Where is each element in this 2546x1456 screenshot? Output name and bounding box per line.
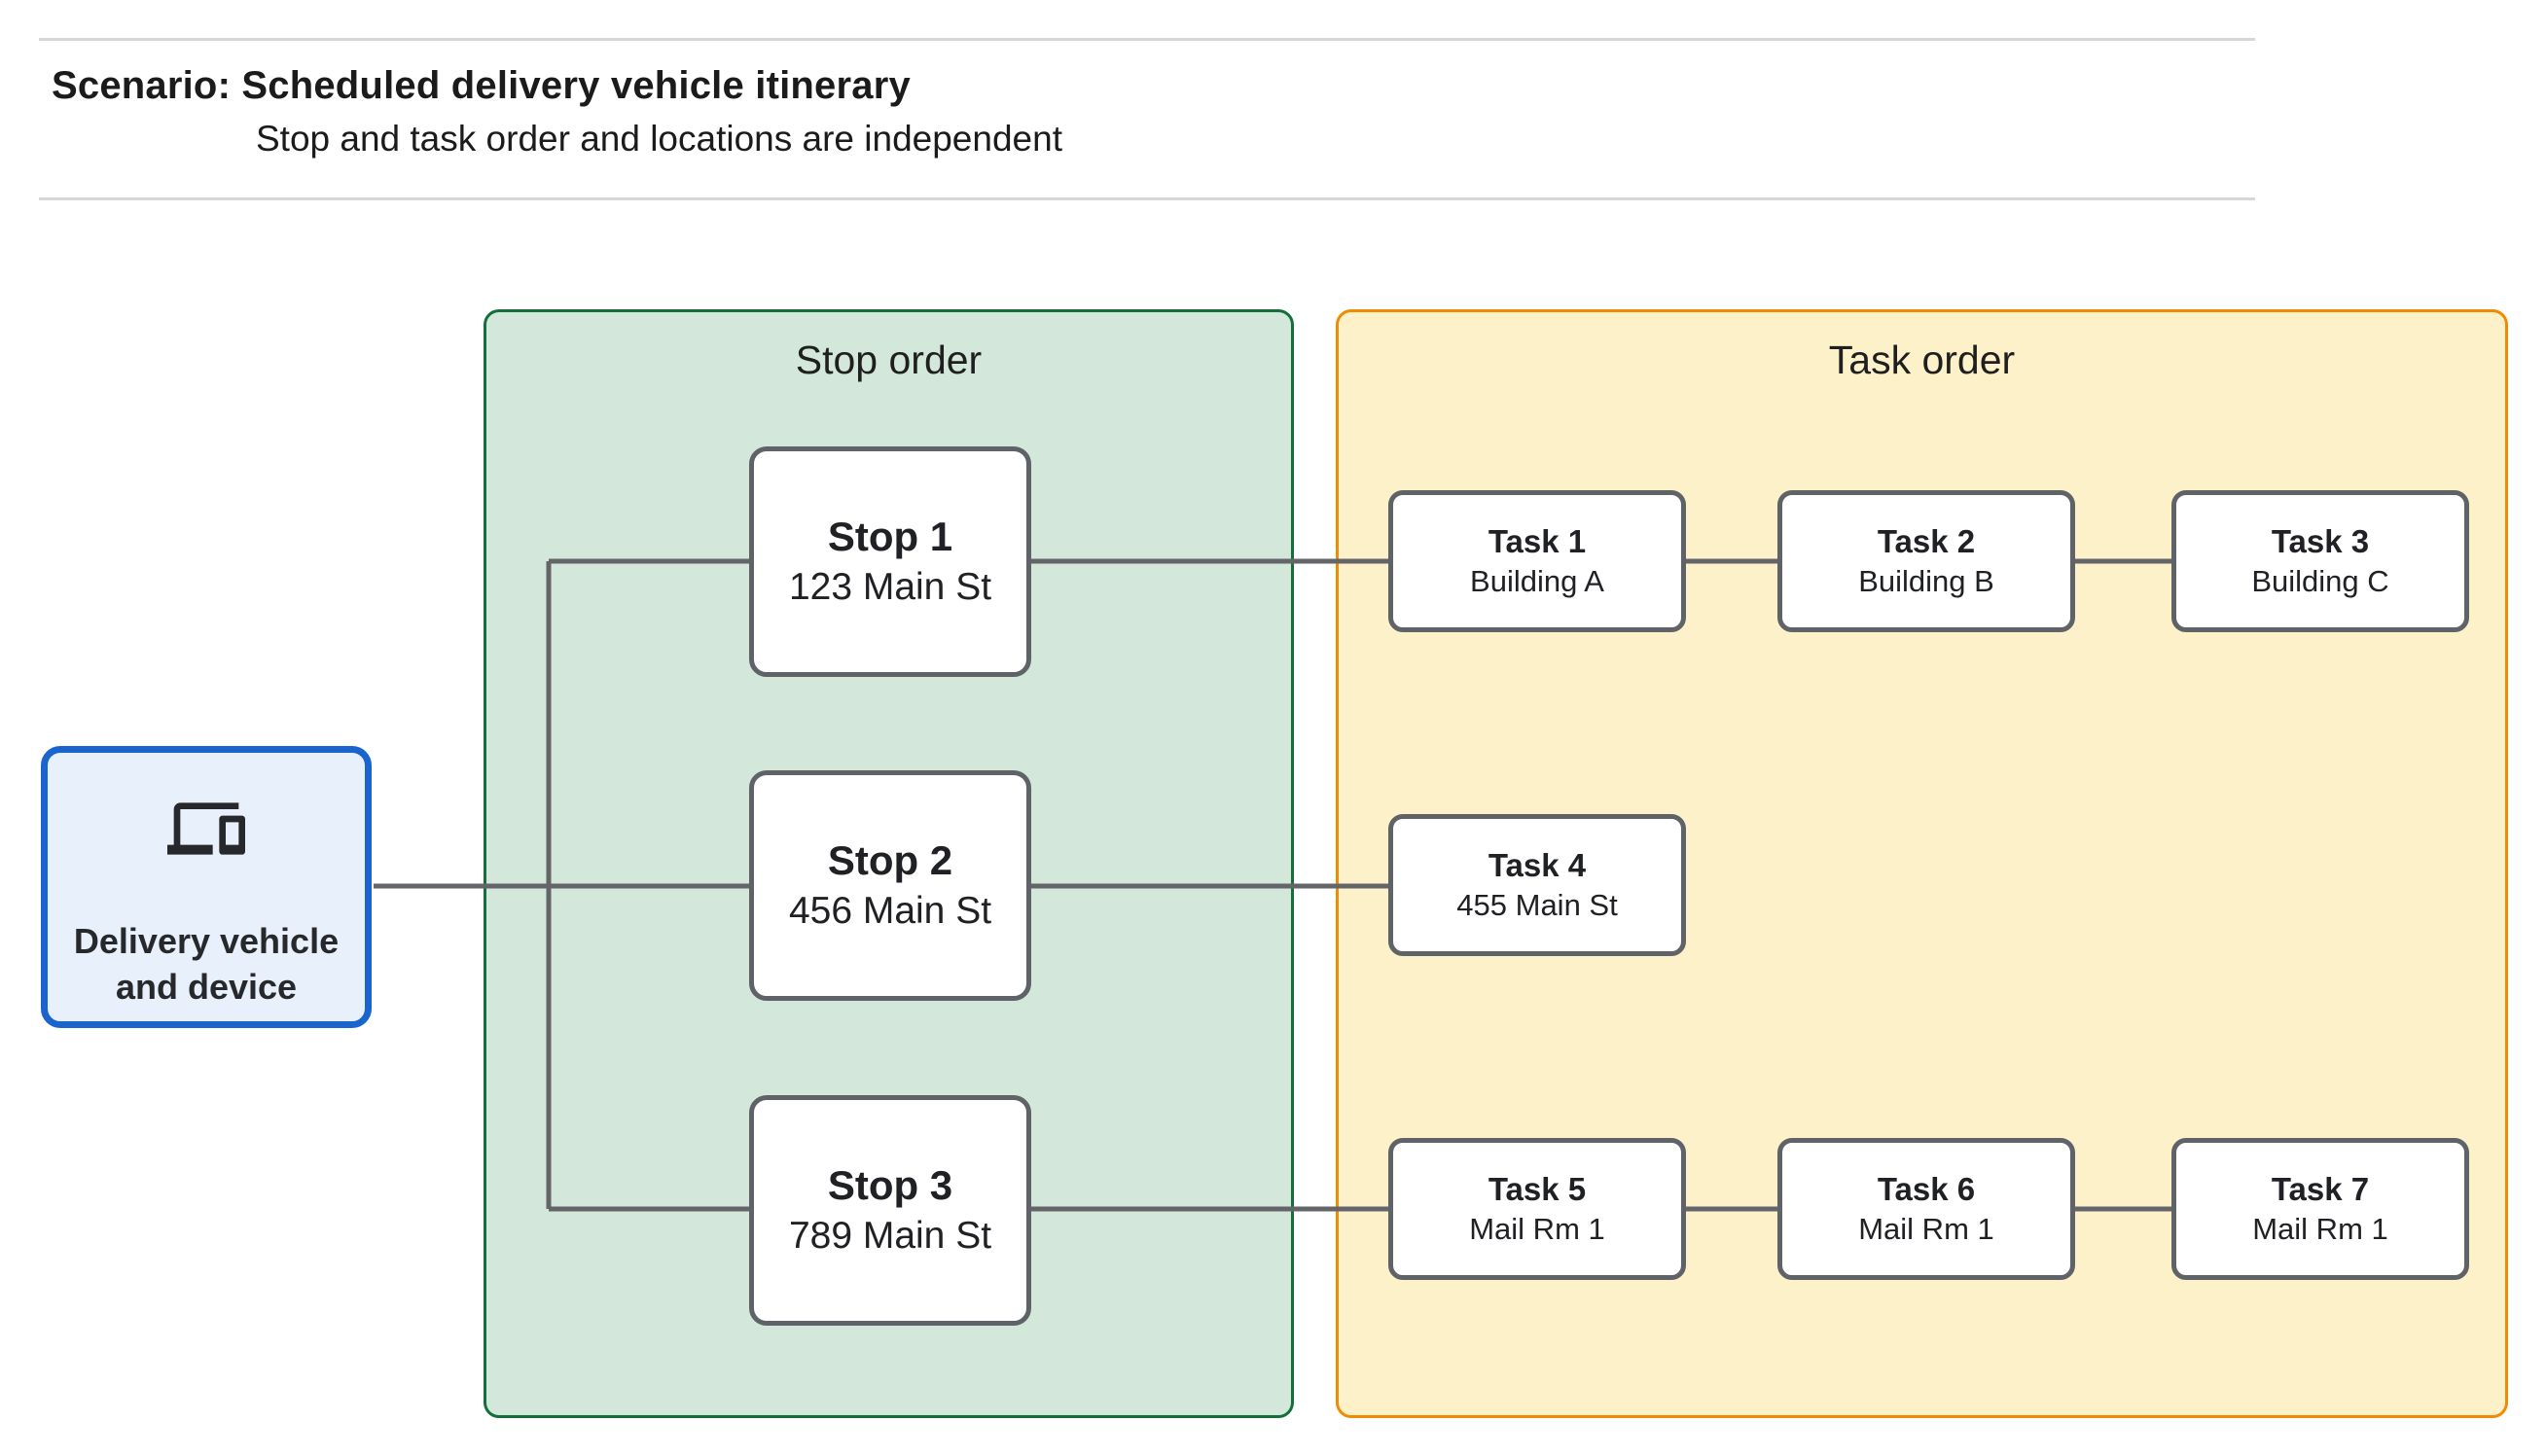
task-3-location: Building C [2251, 564, 2389, 599]
stop-order-title: Stop order [795, 337, 983, 382]
task-5-title: Task 5 [1488, 1170, 1587, 1207]
stop-1-title: Stop 1 [827, 513, 953, 559]
delivery-vehicle-label: Delivery vehicle and device [73, 921, 340, 1007]
stop-3-node: Stop 3 789 Main St [749, 1095, 1031, 1326]
stop-3-address: 789 Main St [788, 1215, 992, 1258]
task-2-location: Building B [1858, 564, 1994, 599]
header-divider-bottom [39, 197, 2255, 200]
task-4-title: Task 4 [1488, 846, 1587, 883]
page-subtitle: Stop and task order and locations are in… [256, 119, 1062, 159]
stop-1-node: Stop 1 123 Main St [749, 446, 1031, 677]
task-1-title: Task 1 [1488, 522, 1587, 559]
header-divider-top [39, 38, 2255, 41]
task-7-node: Task 7 Mail Rm 1 [2171, 1138, 2469, 1280]
stop-2-node: Stop 2 456 Main St [749, 770, 1031, 1001]
task-1-node: Task 1 Building A [1388, 490, 1686, 632]
stop-1-address: 123 Main St [788, 566, 992, 609]
stop-2-address: 456 Main St [788, 890, 992, 933]
task-3-title: Task 3 [2271, 522, 2370, 559]
task-4-location: 455 Main St [1456, 888, 1618, 923]
task-2-node: Task 2 Building B [1777, 490, 2075, 632]
task-6-title: Task 6 [1877, 1170, 1976, 1207]
task-2-title: Task 2 [1877, 522, 1976, 559]
task-4-node: Task 4 455 Main St [1388, 814, 1686, 956]
task-3-node: Task 3 Building C [2171, 490, 2469, 632]
task-6-node: Task 6 Mail Rm 1 [1777, 1138, 2075, 1280]
stop-2-title: Stop 2 [827, 836, 953, 883]
devices-icon [167, 802, 245, 855]
task-order-title: Task order [1828, 337, 2016, 382]
task-7-location: Mail Rm 1 [2252, 1212, 2388, 1247]
task-1-location: Building A [1470, 564, 1604, 599]
task-5-node: Task 5 Mail Rm 1 [1388, 1138, 1686, 1280]
delivery-vehicle-node: Delivery vehicle and device [41, 746, 372, 1028]
page-title: Scenario: Scheduled delivery vehicle iti… [52, 64, 911, 107]
task-5-location: Mail Rm 1 [1469, 1212, 1605, 1247]
task-7-title: Task 7 [2271, 1170, 2370, 1207]
stop-3-title: Stop 3 [827, 1161, 953, 1208]
task-6-location: Mail Rm 1 [1858, 1212, 1994, 1247]
